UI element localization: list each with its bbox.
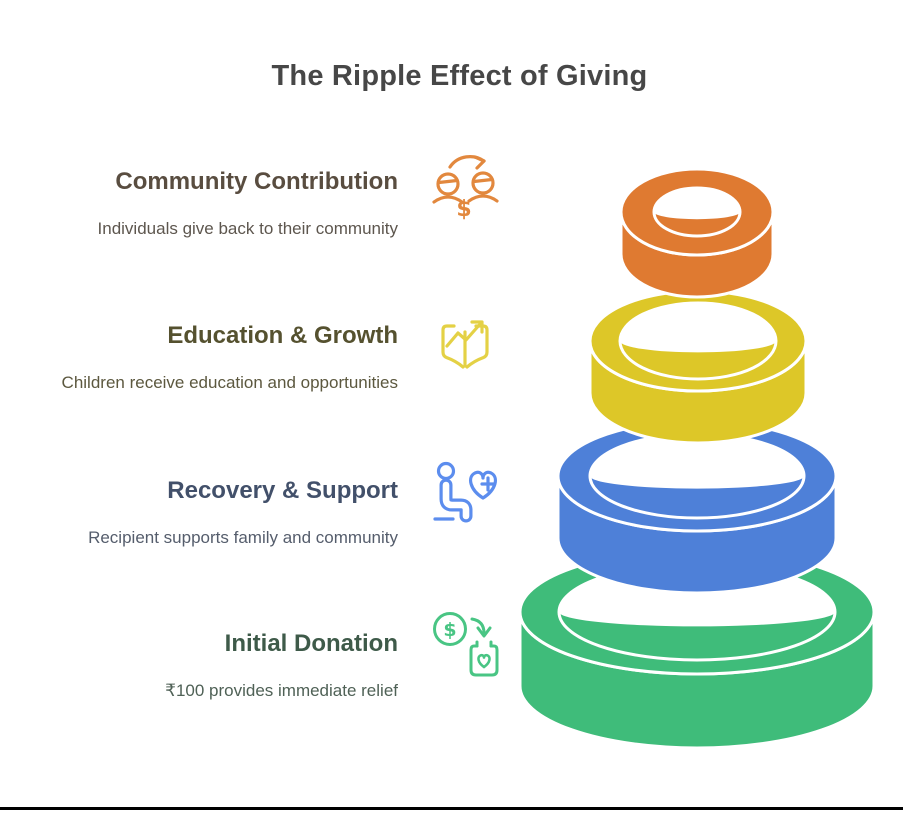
ring-recovery-support	[556, 419, 838, 595]
bottom-divider	[0, 807, 903, 810]
level-heading: Community Contribution	[115, 168, 398, 195]
level-heading: Recovery & Support	[167, 477, 398, 504]
level-description: Children receive education and opportuni…	[61, 373, 398, 392]
coin-donation-box-icon: $	[427, 606, 501, 680]
page-title: The Ripple Effect of Giving	[271, 60, 648, 92]
ring-community-contribution	[619, 167, 775, 299]
level-heading: Initial Donation	[224, 630, 398, 657]
book-growth-icon	[427, 302, 501, 376]
level-description: Recipient supports family and community	[88, 528, 398, 547]
ring-education-growth	[588, 289, 808, 445]
ring-initial-donation	[518, 548, 876, 750]
level-4-text: Initial Donation ₹100 provides immediate…	[46, 629, 398, 701]
level-heading: Education & Growth	[167, 322, 398, 349]
svg-text:$: $	[456, 197, 471, 221]
level-1-text: Community Contribution Individuals give …	[46, 167, 398, 239]
level-description: Individuals give back to their community	[97, 219, 398, 238]
level-3-text: Recovery & Support Recipient supports fa…	[46, 476, 398, 548]
people-money-exchange-icon: $	[427, 147, 501, 221]
level-2-text: Education & Growth Children receive educ…	[46, 321, 398, 393]
svg-text:$: $	[443, 619, 456, 641]
person-heart-plus-icon	[427, 452, 501, 526]
level-description: ₹100 provides immediate relief	[165, 681, 398, 700]
